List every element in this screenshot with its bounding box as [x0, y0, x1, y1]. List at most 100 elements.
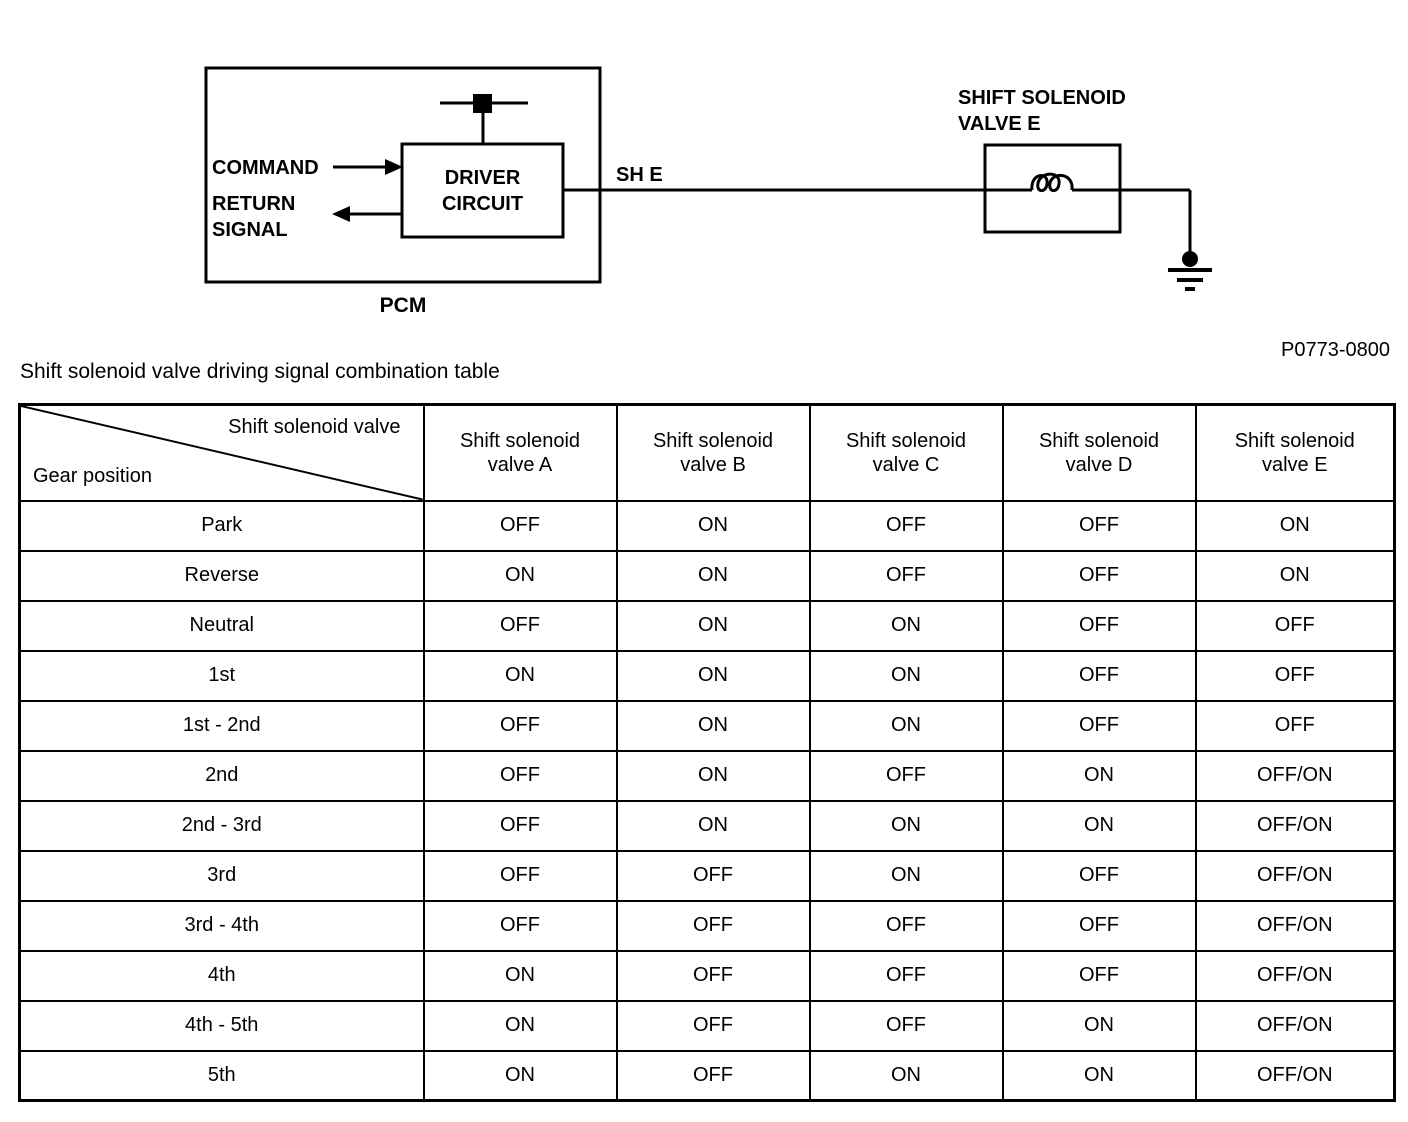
column-header-label: Shift solenoid valve B	[652, 429, 774, 476]
valve-state-cell: OFF	[808, 499, 1004, 552]
gear-position-cell: Reverse	[18, 549, 425, 602]
valve-state-cell: ON	[808, 1049, 1004, 1102]
solenoid-valve-label: SHIFT SOLENOID VALVE E	[958, 87, 1126, 135]
valve-state-cell: ON	[1001, 799, 1197, 852]
gear-position-cell: 5th	[18, 1049, 425, 1102]
figure-code: P0773-0800	[1281, 339, 1390, 361]
column-header-label: Shift solenoid valve A	[459, 429, 581, 476]
valve-state-cell: ON	[615, 599, 811, 652]
ground-icon	[1168, 251, 1212, 291]
gear-position-cell: Park	[18, 499, 425, 552]
valve-state-cell: OFF	[422, 699, 618, 752]
valve-state-cell: ON	[1194, 499, 1396, 552]
valve-state-cell: ON	[615, 699, 811, 752]
column-header: Shift solenoid valve A	[422, 403, 618, 502]
valve-state-cell: ON	[808, 849, 1004, 902]
diagonal-divider	[21, 406, 422, 499]
table-caption: Shift solenoid valve driving signal comb…	[20, 360, 500, 383]
gear-position-cell: Neutral	[18, 599, 425, 652]
valve-state-cell: OFF	[615, 999, 811, 1052]
valve-state-cell: ON	[615, 549, 811, 602]
gear-position-cell: 3rd - 4th	[18, 899, 425, 952]
combination-table: Shift solenoid valve Gear position Shift…	[18, 403, 1396, 1102]
valve-state-cell: ON	[422, 949, 618, 1002]
gear-position-cell: 4th	[18, 949, 425, 1002]
column-header: Shift solenoid valve D	[1001, 403, 1197, 502]
valve-state-cell: OFF	[615, 899, 811, 952]
table-corner-cell: Shift solenoid valve Gear position	[18, 403, 425, 502]
column-header-label: Shift solenoid valve D	[1038, 429, 1160, 476]
column-header: Shift solenoid valve C	[808, 403, 1004, 502]
valve-state-cell: OFF/ON	[1194, 949, 1396, 1002]
command-label: COMMAND	[212, 157, 319, 179]
valve-state-cell: OFF	[615, 849, 811, 902]
valve-state-cell: ON	[422, 549, 618, 602]
solenoid-valve-box	[983, 143, 1122, 234]
return-signal-arrow	[332, 206, 403, 222]
valve-state-cell: OFF/ON	[1194, 999, 1396, 1052]
wire-label-sh-e: SH E	[616, 164, 663, 186]
valve-state-cell: ON	[808, 599, 1004, 652]
gear-position-cell: 2nd	[18, 749, 425, 802]
valve-state-cell: ON	[422, 649, 618, 702]
valve-state-cell: ON	[1194, 549, 1396, 602]
valve-state-cell: OFF	[808, 549, 1004, 602]
valve-state-cell: OFF	[808, 999, 1004, 1052]
valve-state-cell: OFF	[1001, 649, 1197, 702]
valve-state-cell: ON	[422, 1049, 618, 1102]
valve-state-cell: OFF	[1001, 949, 1197, 1002]
gear-position-cell: 2nd - 3rd	[18, 799, 425, 852]
valve-state-cell: OFF	[422, 899, 618, 952]
valve-state-cell: OFF/ON	[1194, 849, 1396, 902]
corner-label-valve: Shift solenoid valve	[228, 416, 401, 438]
driver-circuit-label-text: DRIVER CIRCUIT	[441, 166, 524, 215]
pcm-label: PCM	[379, 294, 427, 317]
valve-state-cell: OFF	[1001, 699, 1197, 752]
circuit-diagram	[204, 66, 1212, 291]
valve-state-cell: OFF	[422, 499, 618, 552]
valve-state-cell: OFF/ON	[1194, 899, 1396, 952]
valve-state-cell: OFF	[1194, 649, 1396, 702]
valve-state-cell: OFF	[1194, 599, 1396, 652]
gear-position-cell: 1st	[18, 649, 425, 702]
gear-position-cell: 4th - 5th	[18, 999, 425, 1052]
valve-state-cell: OFF	[1194, 699, 1396, 752]
valve-state-cell: OFF	[422, 799, 618, 852]
command-arrow	[333, 159, 403, 175]
valve-state-cell: OFF	[615, 949, 811, 1002]
valve-state-cell: ON	[615, 499, 811, 552]
column-header: Shift solenoid valve E	[1194, 403, 1396, 502]
pcm-box	[204, 66, 602, 284]
driver-circuit-label: DRIVER CIRCUIT	[402, 144, 563, 237]
valve-state-cell: OFF	[615, 1049, 811, 1102]
column-header: Shift solenoid valve B	[615, 403, 811, 502]
corner-label-gear: Gear position	[33, 464, 152, 487]
return-signal-label: RETURN SIGNAL	[212, 193, 296, 241]
power-supply-icon	[440, 94, 528, 144]
valve-state-cell: ON	[615, 799, 811, 852]
gear-position-cell: 3rd	[18, 849, 425, 902]
valve-state-cell: OFF	[422, 599, 618, 652]
valve-state-cell: OFF	[422, 749, 618, 802]
valve-state-cell: ON	[808, 699, 1004, 752]
valve-state-cell: ON	[1001, 999, 1197, 1052]
valve-state-cell: OFF	[1001, 549, 1197, 602]
valve-state-cell: OFF	[1001, 899, 1197, 952]
valve-state-cell: OFF	[808, 899, 1004, 952]
valve-state-cell: OFF	[422, 849, 618, 902]
valve-state-cell: OFF/ON	[1194, 1049, 1396, 1102]
valve-state-cell: ON	[1001, 749, 1197, 802]
valve-state-cell: ON	[1001, 1049, 1197, 1102]
coil-icon	[1030, 172, 1074, 193]
column-header-label: Shift solenoid valve E	[1234, 429, 1355, 476]
